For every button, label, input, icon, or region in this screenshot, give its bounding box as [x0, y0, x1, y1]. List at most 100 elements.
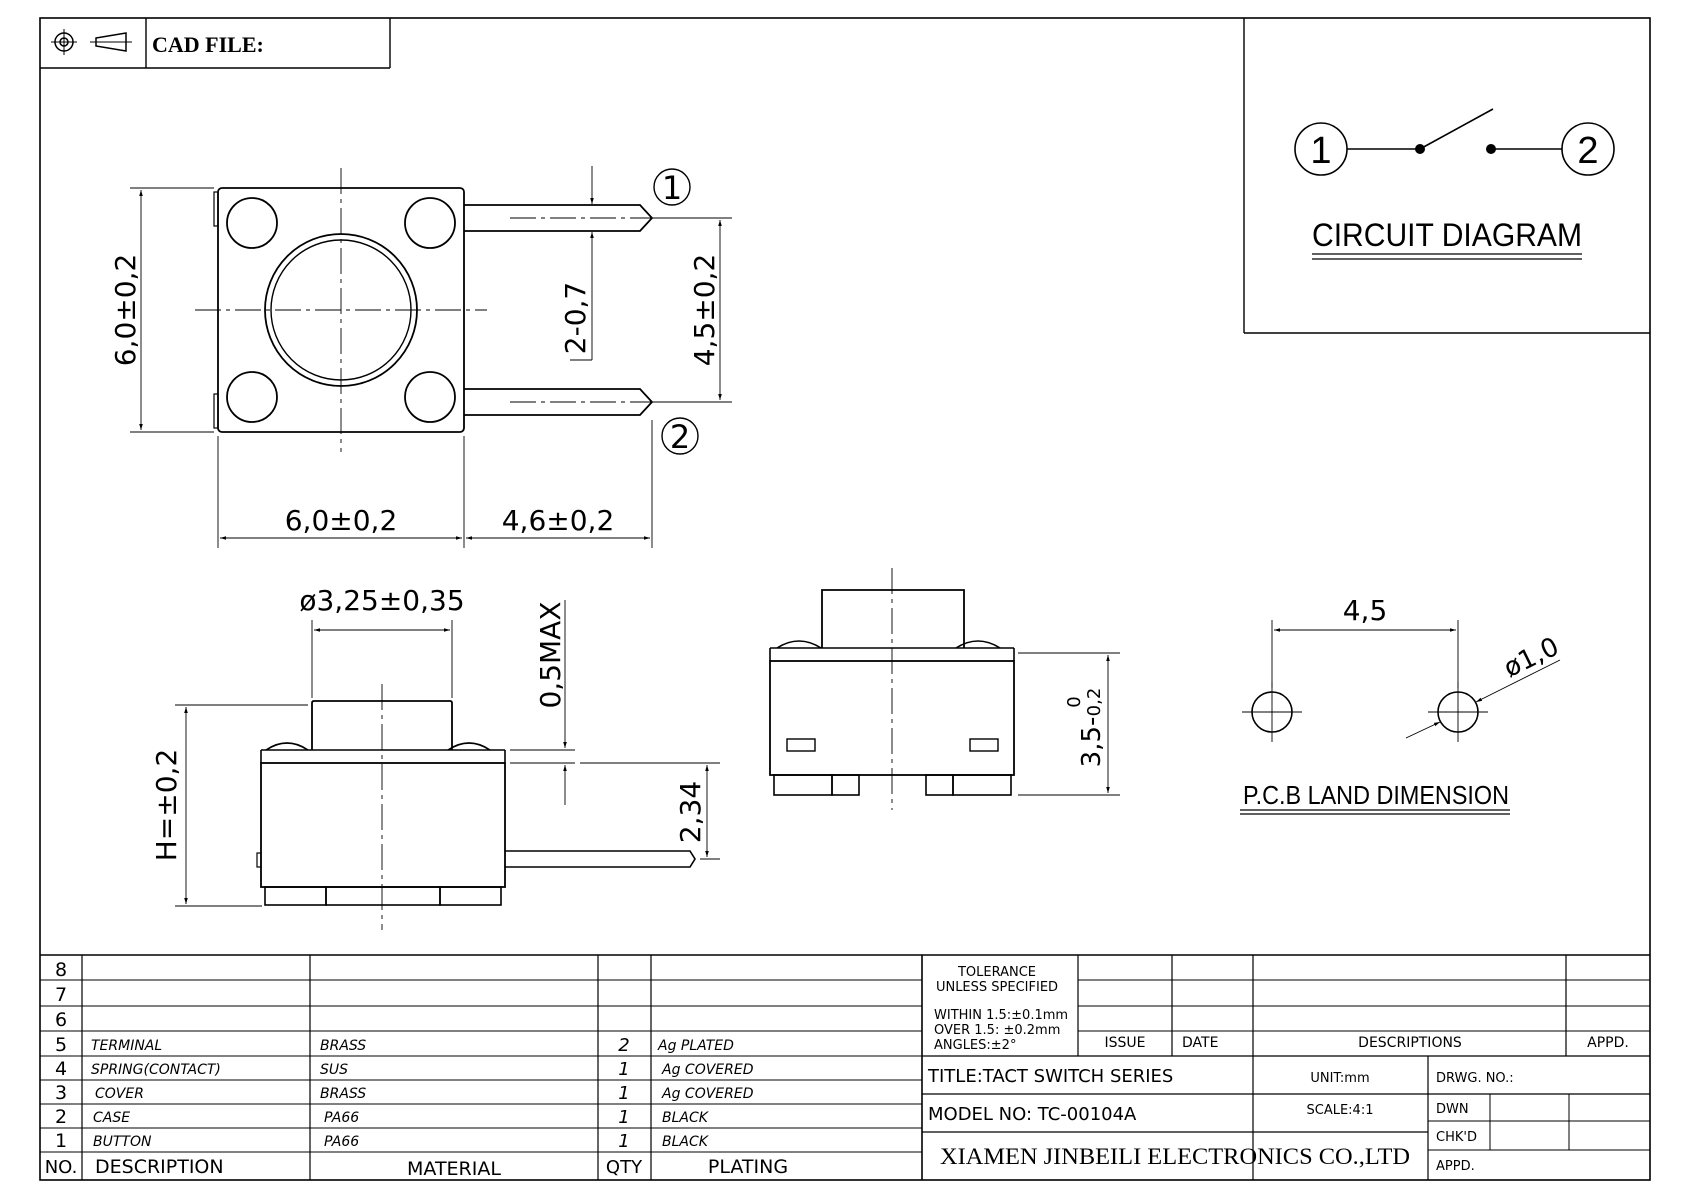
bom-row-8: 8 — [55, 959, 67, 981]
pin2-marker — [661, 417, 699, 455]
tolerance-label: TOLERANCE — [957, 965, 1036, 980]
pcb-land-title: P.C.B LAND DIMENSION — [1243, 780, 1509, 810]
bom-desc: BUTTON — [93, 1134, 152, 1150]
bom-row-1: 1 BUTTON PA66 1 BLACK — [55, 1130, 710, 1152]
circuit-pin1-label: 1 — [1310, 130, 1331, 172]
appd-header: APPD. — [1587, 1035, 1629, 1051]
bom-desc: CASE — [93, 1110, 130, 1126]
bom-desc: COVER — [95, 1086, 144, 1102]
bom-material: SUS — [320, 1062, 348, 1078]
bom-row-4: 4 SPRING(CONTACT) SUS 1 Ag COVERED — [55, 1058, 754, 1080]
bom-no: 8 — [55, 959, 67, 981]
bom-col-material: MATERIAL — [407, 1158, 501, 1180]
cad-file-label: CAD FILE: — [152, 32, 264, 57]
dim-top-height: 6,0±0,2 — [109, 254, 142, 367]
bom-col-desc: DESCRIPTION — [95, 1156, 224, 1178]
bom-no: 2 — [55, 1106, 67, 1128]
bom-no: 3 — [55, 1082, 67, 1104]
dim-body-width: 6,0±0,2 — [285, 504, 398, 537]
bom-plating: BLACK — [662, 1110, 710, 1126]
bom-material: PA66 — [324, 1110, 359, 1126]
bom-qty: 1 — [618, 1107, 629, 1128]
dim-total-height: H=±0,2 — [150, 749, 183, 862]
dim-body-height: 2,34 — [674, 781, 707, 843]
bom-no: 1 — [55, 1130, 67, 1152]
bom-rows: 8 7 6 5 TERMINAL BRASS 2 Ag PLATED 4 SPR… — [55, 959, 754, 1152]
dim-travel: 0,5MAX — [534, 601, 567, 708]
top-pin1-label: 1 — [662, 169, 682, 207]
chkd-label: CHK'D — [1436, 1130, 1477, 1145]
bom-qty: 1 — [618, 1059, 629, 1080]
bom-material: BRASS — [320, 1038, 366, 1054]
bom-plating: Ag COVERED — [661, 1062, 754, 1078]
dim-button-diameter: ø3,25±0,35 — [299, 584, 464, 617]
cad-file-header: CAD FILE: — [40, 18, 391, 69]
circuit-diagram: 1 2 CIRCUIT DIAGRAM — [1243, 18, 1650, 334]
side-view — [175, 600, 720, 930]
bom-row-7: 7 — [55, 984, 67, 1006]
company-name: XIAMEN JINBEILI ELECTRONICS CO.,LTD — [940, 1144, 1410, 1169]
tolerance-angles: ANGLES:±2° — [934, 1038, 1016, 1053]
drawing-title: TITLE:TACT SWITCH SERIES — [927, 1066, 1173, 1087]
bom-plating: Ag COVERED — [661, 1086, 754, 1102]
bom-row-5: 5 TERMINAL BRASS 2 Ag PLATED — [55, 1034, 734, 1056]
dim-pcb-hole: ø1,0 — [1499, 632, 1564, 684]
tolerance-over: OVER 1.5: ±0.2mm — [934, 1023, 1060, 1038]
top-pin2-label: 2 — [670, 418, 690, 456]
bom-plating: BLACK — [662, 1134, 710, 1150]
bom-material: PA66 — [324, 1134, 359, 1150]
circuit-pin2-label: 2 — [1577, 130, 1598, 172]
tolerance-within: WITHIN 1.5:±0.1mm — [934, 1008, 1068, 1023]
bom-qty: 1 — [618, 1083, 629, 1104]
front-view — [769, 568, 1120, 810]
bom-col-no: NO. — [45, 1157, 78, 1178]
descriptions-header: DESCRIPTIONS — [1358, 1035, 1462, 1051]
front-actuator — [821, 589, 965, 648]
dim-front-tol-lower: 0,2 — [1084, 688, 1105, 717]
pin1-marker — [653, 168, 691, 206]
bom-plating: Ag PLATED — [657, 1038, 734, 1054]
bom-no: 4 — [55, 1058, 67, 1080]
bom-desc: SPRING(CONTACT) — [91, 1062, 221, 1078]
issue-header: ISSUE — [1105, 1035, 1146, 1051]
bom-col-qty: QTY — [606, 1157, 643, 1178]
bom-table — [40, 954, 1650, 1180]
bom-col-plating: PLATING — [708, 1156, 788, 1178]
bom-no: 6 — [55, 1009, 67, 1031]
bom-row-3: 3 COVER BRASS 1 Ag COVERED — [55, 1082, 754, 1104]
bom-no: 5 — [55, 1034, 67, 1056]
circuit-diagram-title: CIRCUIT DIAGRAM — [1312, 217, 1582, 253]
dim-front-tol-upper: 0 — [1064, 696, 1085, 707]
projection-cone-icon — [90, 32, 132, 52]
side-body — [260, 762, 506, 888]
dim-pin-length: 4,6±0,2 — [502, 504, 615, 537]
bom-qty: 2 — [618, 1035, 629, 1056]
bom-material: BRASS — [320, 1086, 366, 1102]
top-view — [130, 166, 732, 548]
pcb-land-view — [1242, 620, 1561, 742]
bom-no: 7 — [55, 984, 67, 1006]
bom-qty: 1 — [618, 1131, 629, 1152]
unless-specified-label: UNLESS SPECIFIED — [936, 980, 1058, 995]
switch-lever — [1419, 108, 1494, 150]
model-number: MODEL NO: TC-00104A — [928, 1104, 1137, 1125]
bom-desc: TERMINAL — [91, 1038, 162, 1054]
date-header: DATE — [1182, 1035, 1218, 1051]
dim-pcb-pitch: 4,5 — [1343, 594, 1388, 627]
circuit-pin2-circle — [1561, 122, 1615, 176]
drawing-border — [39, 17, 1651, 1181]
dwn-label: DWN — [1436, 1102, 1469, 1117]
dim-pin-pitch: 4,5±0,2 — [688, 254, 721, 367]
title-block — [922, 955, 1650, 1180]
side-lead — [505, 850, 696, 868]
bom-row-6: 6 — [55, 1009, 67, 1031]
dim-pin-width: 2-0,7 — [559, 282, 592, 354]
bom-row-2: 2 CASE PA66 1 BLACK — [55, 1106, 710, 1128]
front-body — [769, 660, 1015, 776]
unit-label: UNIT:mm — [1310, 1071, 1369, 1086]
drwg-no-label: DRWG. NO.: — [1436, 1071, 1514, 1086]
projection-circle-icon — [51, 29, 77, 55]
appd-label: APPD. — [1436, 1159, 1475, 1174]
dim-front-height: 3,5- — [1077, 717, 1107, 768]
